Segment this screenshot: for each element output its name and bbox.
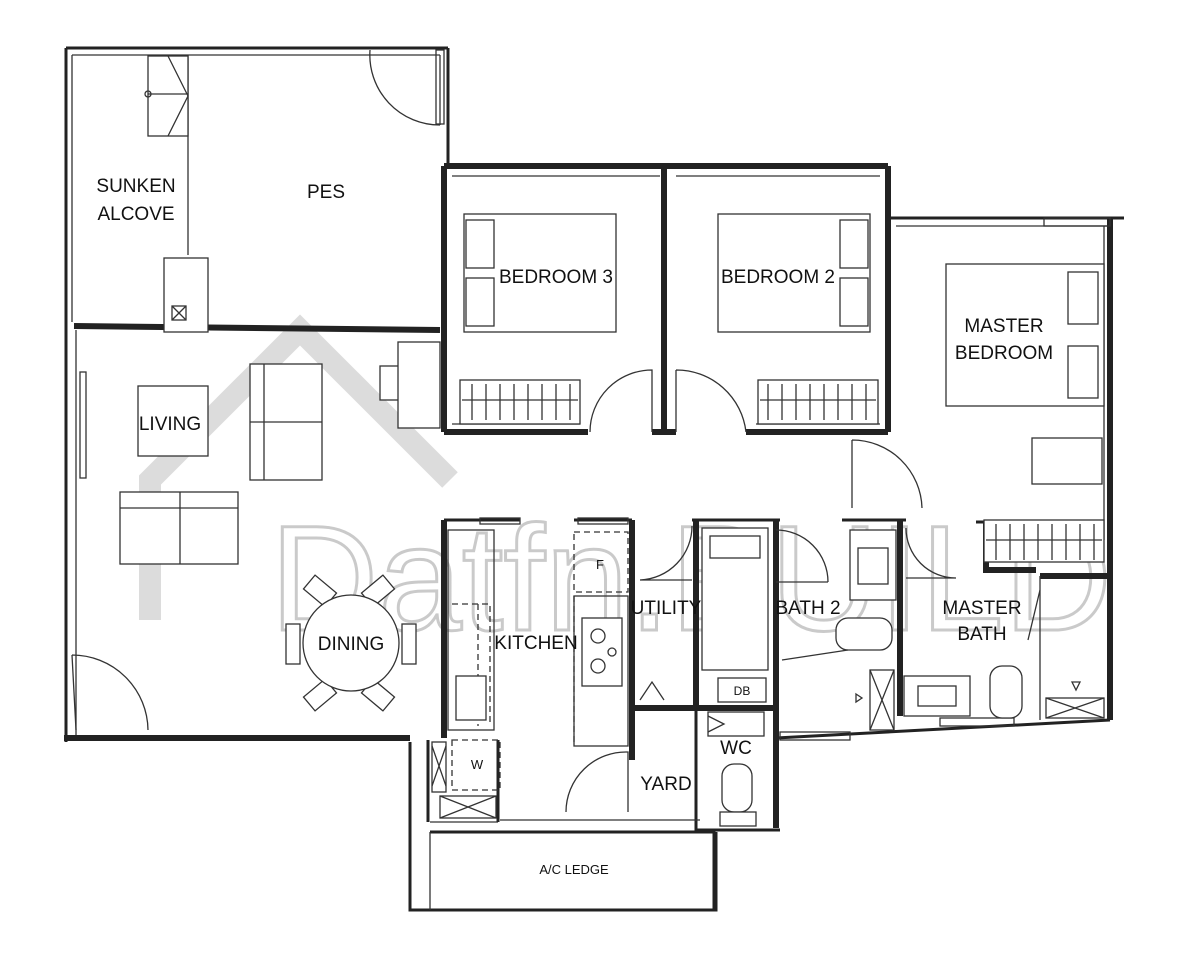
bedroom2-door [675, 369, 747, 433]
bedroom2-furniture [717, 213, 879, 425]
alcove-furniture [144, 55, 209, 333]
wc-label: WC [720, 738, 752, 759]
bath2-door [775, 529, 829, 583]
utility-label: UTILITY [631, 598, 702, 619]
yard-label: YARD [640, 774, 691, 795]
ac-ledge-label: A/C LEDGE [539, 862, 609, 877]
pes-label: PES [307, 182, 345, 203]
master-bedroom-furniture [945, 263, 1105, 563]
bath2-label: BATH 2 [775, 598, 840, 619]
fridge-label: F [596, 557, 604, 572]
bedroom3-door [589, 369, 653, 433]
dining-label: DINING [318, 634, 385, 655]
master-bath-label-line2: BATH [957, 624, 1006, 645]
living-door [71, 654, 149, 731]
kitchen-label: KITCHEN [494, 633, 577, 654]
sunken-alcove-label-line1: SUNKEN [96, 176, 175, 197]
doors [71, 49, 957, 813]
windows [79, 49, 1111, 741]
master-bedroom-label-line2: BEDROOM [955, 343, 1053, 364]
master-bedroom-door [851, 439, 923, 509]
washer-label: W [471, 757, 484, 772]
yard-door [565, 751, 629, 813]
bedroom2-label: BEDROOM 2 [721, 267, 835, 288]
kitchen-furniture [431, 529, 629, 819]
bedroom3-label: BEDROOM 3 [499, 267, 613, 288]
distribution-board-label: DB [734, 684, 751, 698]
utility-furniture [639, 527, 769, 827]
master-bedroom-label-line1: MASTER [964, 316, 1043, 337]
bedroom3-furniture [459, 213, 617, 425]
pes-door [369, 49, 441, 126]
master-bath-label-line1: MASTER [942, 598, 1021, 619]
living-label: LIVING [139, 414, 201, 435]
room-labels: SUNKEN ALCOVE PES BEDROOM 3 BEDROOM 2 MA… [96, 176, 1053, 877]
dining-furniture [285, 574, 417, 712]
utility-door [639, 525, 693, 581]
living-furniture [119, 341, 441, 565]
master-bath-furniture [903, 589, 1105, 719]
bath2-furniture [781, 529, 897, 731]
sunken-alcove-label-line2: ALCOVE [97, 204, 174, 225]
master-bath-door [905, 527, 957, 579]
walls [64, 46, 1124, 912]
